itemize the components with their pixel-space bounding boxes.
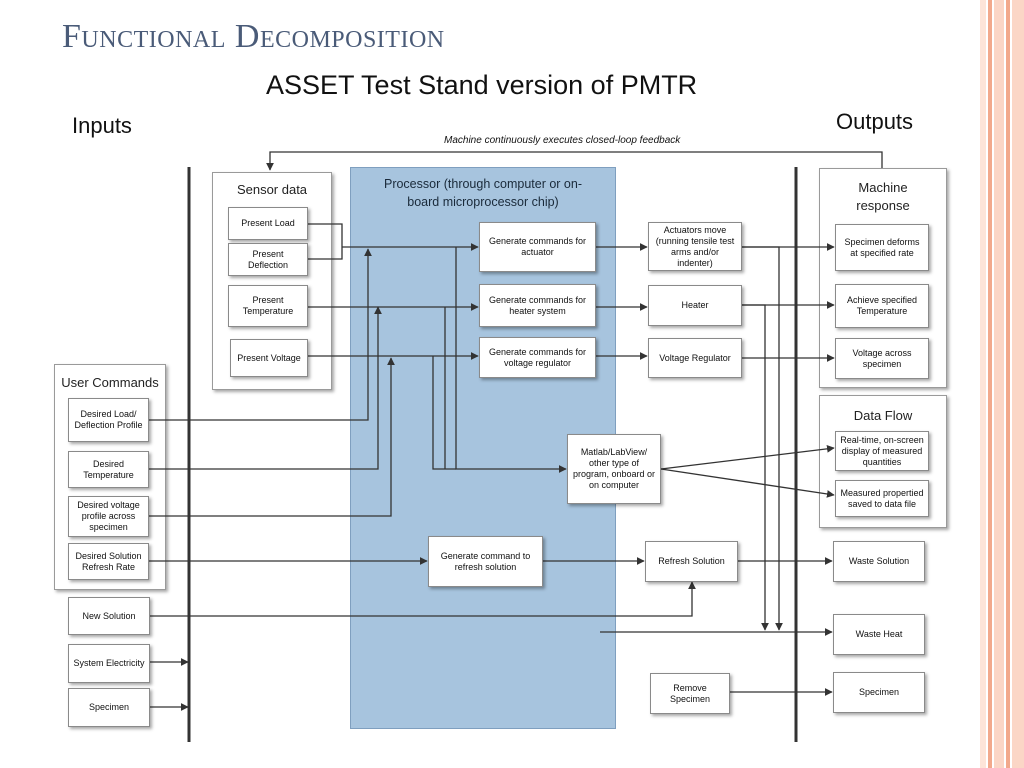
desired-refresh-label: Desired Solution Refresh Rate bbox=[75, 550, 142, 572]
refresh-solution-box: Refresh Solution bbox=[645, 541, 738, 582]
decor-stripe-2 bbox=[988, 0, 992, 768]
realtime-display-label: Real-time, on-screen display of measured… bbox=[840, 434, 924, 467]
decor-stripe-3 bbox=[994, 0, 1004, 768]
outputs-label: Outputs bbox=[836, 109, 914, 134]
remove-specimen-label: Remove Specimen bbox=[669, 682, 711, 704]
system-electricity-label: System Electricity bbox=[73, 658, 145, 668]
waste-solution-label: Waste Solution bbox=[848, 556, 910, 566]
new-solution-label: New Solution bbox=[82, 610, 136, 621]
voltage-regulator-label: Voltage Regulator bbox=[659, 352, 731, 363]
measured-saved-label: Measured propertied saved to data file bbox=[840, 487, 924, 509]
desired-temperature-label: Desired Temperature bbox=[83, 458, 134, 480]
specimen-output-box: Specimen bbox=[833, 672, 925, 713]
achieve-temperature-label: Achieve specified Temperature bbox=[846, 295, 918, 316]
inputs-label: Inputs bbox=[72, 113, 132, 138]
desired-load-box: Desired Load/ Deflection Profile bbox=[68, 398, 149, 442]
desired-load-label: Desired Load/ Deflection Profile bbox=[74, 409, 143, 430]
present-load-box: Present Load bbox=[228, 207, 308, 240]
voltage-regulator-box: Voltage Regulator bbox=[648, 338, 742, 378]
actuators-box: Actuators move (running tensile test arm… bbox=[648, 222, 742, 271]
data-flow-title: Data Flow bbox=[853, 408, 913, 423]
present-load-label: Present Load bbox=[241, 218, 295, 228]
specimen-input-label: Specimen bbox=[88, 702, 130, 712]
waste-solution-box: Waste Solution bbox=[833, 541, 925, 582]
present-voltage-box: Present Voltage bbox=[230, 339, 308, 377]
gen-actuator-box: Generate commands for actuator bbox=[479, 222, 596, 272]
user-commands-title: User Commands bbox=[61, 375, 159, 390]
heater-box: Heater bbox=[648, 285, 742, 326]
realtime-display-box: Real-time, on-screen display of measured… bbox=[835, 431, 929, 471]
matlab-label: Matlab/LabView/ other type of program, o… bbox=[572, 447, 656, 490]
desired-temperature-box: Desired Temperature bbox=[68, 451, 149, 488]
present-deflection-box: Present Deflection bbox=[228, 243, 308, 276]
gen-voltage-box: Generate commands for voltage regulator bbox=[479, 337, 596, 378]
gen-heater-label: Generate commands for heater system bbox=[488, 294, 587, 316]
specimen-deforms-label: Specimen deforms at specified rate bbox=[844, 236, 920, 258]
voltage-across-label: Voltage across specimen bbox=[852, 347, 912, 369]
present-temperature-box: Present Temperature bbox=[228, 285, 308, 327]
specimen-output-label: Specimen bbox=[858, 687, 900, 697]
desired-refresh-box: Desired Solution Refresh Rate bbox=[68, 543, 149, 580]
decor-stripe-5 bbox=[1012, 0, 1024, 768]
gen-heater-box: Generate commands for heater system bbox=[479, 284, 596, 327]
slide-title: Functional Decomposition bbox=[62, 18, 445, 55]
machine-response-title: Machine response bbox=[856, 180, 910, 213]
desired-voltage-label: Desired voltage profile across specimen bbox=[77, 500, 140, 532]
decor-stripe-4 bbox=[1006, 0, 1010, 768]
gen-refresh-label: Generate command to refresh solution bbox=[440, 550, 531, 572]
gen-refresh-box: Generate command to refresh solution bbox=[428, 536, 543, 587]
new-solution-box: New Solution bbox=[68, 597, 150, 635]
waste-heat-label: Waste Heat bbox=[855, 629, 903, 639]
present-temperature-label: Present Temperature bbox=[242, 295, 294, 316]
present-voltage-label: Present Voltage bbox=[237, 352, 301, 363]
present-deflection-label: Present Deflection bbox=[247, 248, 289, 270]
gen-voltage-label: Generate commands for voltage regulator bbox=[488, 346, 587, 368]
waste-heat-box: Waste Heat bbox=[833, 614, 925, 655]
diagram-title: ASSET Test Stand version of PMTR bbox=[266, 70, 698, 100]
measured-saved-box: Measured propertied saved to data file bbox=[835, 480, 929, 517]
matlab-box: Matlab/LabView/ other type of program, o… bbox=[567, 434, 661, 504]
heater-label: Heater bbox=[681, 300, 709, 310]
remove-specimen-box: Remove Specimen bbox=[650, 673, 730, 714]
actuators-label: Actuators move (running tensile test arm… bbox=[655, 224, 735, 268]
refresh-solution-label: Refresh Solution bbox=[658, 556, 725, 566]
gen-actuator-label: Generate commands for actuator bbox=[488, 236, 587, 257]
feedback-label: Machine continuously executes closed-loo… bbox=[444, 135, 681, 146]
processor-title: Processor (through computer or on-board … bbox=[383, 177, 582, 209]
system-electricity-box: System Electricity bbox=[68, 644, 150, 683]
voltage-across-box: Voltage across specimen bbox=[835, 338, 929, 379]
specimen-input-box: Specimen bbox=[68, 688, 150, 727]
desired-voltage-box: Desired voltage profile across specimen bbox=[68, 496, 149, 537]
specimen-deforms-box: Specimen deforms at specified rate bbox=[835, 224, 929, 271]
decor-stripe-1 bbox=[980, 0, 986, 768]
achieve-temperature-box: Achieve specified Temperature bbox=[835, 284, 929, 328]
sensor-data-title: Sensor data bbox=[236, 182, 308, 197]
